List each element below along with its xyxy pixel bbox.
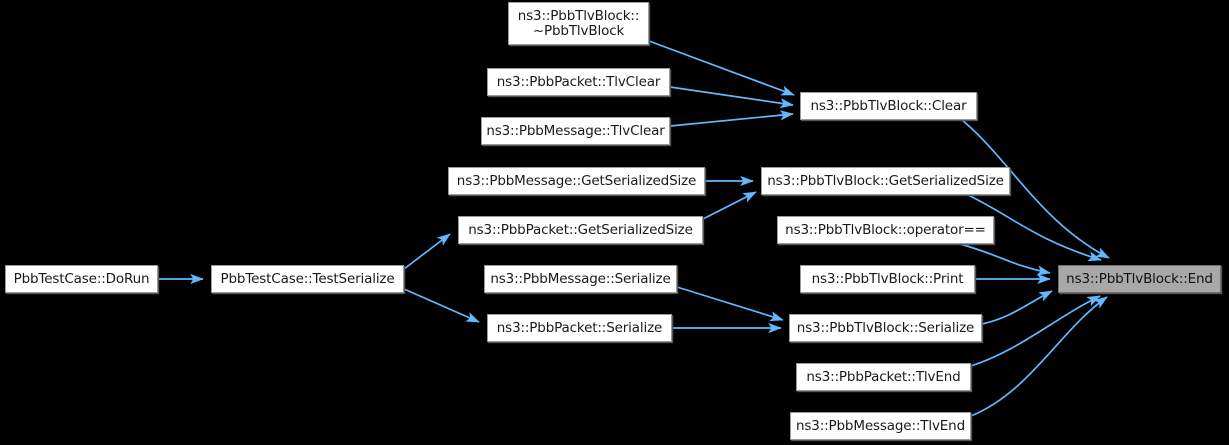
- graph-edge: [669, 86, 794, 109]
- graph-node-n12[interactable]: ns3::PbbTlvBlock::Print: [800, 265, 975, 293]
- graph-node-label: ns3::PbbTlvBlock::Serialize: [796, 319, 975, 336]
- graph-node-n5[interactable]: ns3::PbbMessage::GetSerializedSize: [448, 167, 705, 195]
- graph-edge: [403, 233, 451, 270]
- graph-edge: [648, 40, 795, 96]
- graph-node-label: ns3::PbbMessage::TlvClear: [486, 122, 665, 139]
- graph-node-n7[interactable]: ns3::PbbMessage::Serialize: [484, 265, 677, 293]
- graph-node-n4[interactable]: ns3::PbbMessage::TlvClear: [481, 117, 670, 145]
- graph-node-label: ns3::PbbPacket::TlvEnd: [806, 368, 961, 385]
- graph-node-label: PbbTestCase::TestSerialize: [220, 270, 395, 287]
- graph-edge: [970, 295, 1101, 367]
- graph-node-label: ns3::PbbTlvBlock::GetSerializedSize: [767, 172, 1004, 189]
- graph-node-n6[interactable]: ns3::PbbPacket::GetSerializedSize: [458, 216, 703, 244]
- graph-node-n0[interactable]: PbbTestCase::DoRun: [5, 265, 158, 293]
- graph-node-label: ns3::PbbTlvBlock::Clear: [810, 97, 967, 114]
- graph-edge: [981, 290, 1053, 325]
- graph-node-n11[interactable]: ns3::PbbTlvBlock::operator==: [777, 216, 994, 244]
- graph-node-label: ns3::PbbPacket::TlvClear: [496, 73, 661, 90]
- graph-node-label: ns3::PbbMessage::GetSerializedSize: [456, 172, 697, 189]
- graph-node-label: ns3::PbbMessage::Serialize: [490, 270, 671, 287]
- graph-node-label: ns3::PbbTlvBlock::operator==: [785, 221, 986, 238]
- graph-node-label: ns3::PbbTlvBlock::Print: [811, 270, 964, 287]
- graph-node-label: PbbTestCase::DoRun: [13, 270, 150, 287]
- graph-node-n2[interactable]: ns3::PbbTlvBlock:: ~PbbTlvBlock: [508, 2, 649, 45]
- graph-node-n15[interactable]: ns3::PbbMessage::TlvEnd: [790, 412, 971, 440]
- graph-node-label: ns3::PbbTlvBlock::End: [1066, 270, 1213, 287]
- graph-edge: [676, 286, 784, 322]
- graph-edge: [970, 296, 1108, 417]
- graph-node-n14[interactable]: ns3::PbbPacket::TlvEnd: [796, 363, 971, 391]
- graph-node-label: ns3::PbbPacket::GetSerializedSize: [468, 221, 693, 238]
- graph-edge: [669, 110, 794, 127]
- graph-node-label: ns3::PbbPacket::Serialize: [496, 319, 663, 336]
- graph-node-n9[interactable]: ns3::PbbTlvBlock::Clear: [800, 92, 977, 120]
- graph-node-n1[interactable]: PbbTestCase::TestSerialize: [211, 265, 404, 293]
- graph-node-label: ns3::PbbMessage::TlvEnd: [795, 417, 965, 434]
- graph-node-n3[interactable]: ns3::PbbPacket::TlvClear: [487, 68, 670, 96]
- graph-edge: [403, 288, 480, 323]
- graph-node-n16[interactable]: ns3::PbbTlvBlock::End: [1058, 265, 1221, 293]
- graph-node-label: ns3::PbbTlvBlock:: ~PbbTlvBlock: [517, 7, 640, 39]
- graph-edge: [702, 191, 757, 220]
- graph-node-n10[interactable]: ns3::PbbTlvBlock::GetSerializedSize: [761, 167, 1010, 195]
- graph-node-n13[interactable]: ns3::PbbTlvBlock::Serialize: [789, 314, 982, 342]
- graph-node-n8[interactable]: ns3::PbbPacket::Serialize: [487, 314, 672, 342]
